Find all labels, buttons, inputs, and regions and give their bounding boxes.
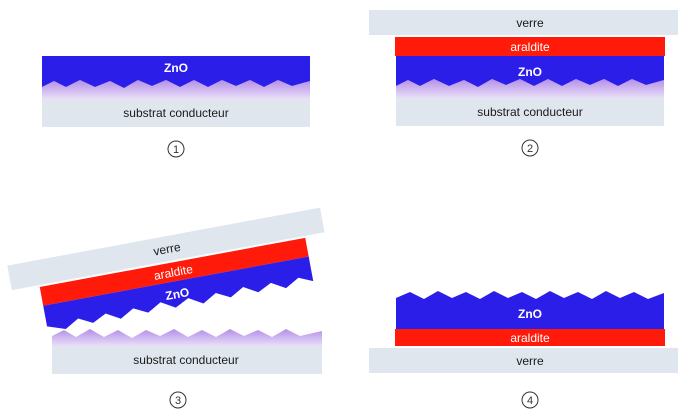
glass-layer: [7, 207, 325, 291]
svg-text:4: 4: [527, 395, 533, 407]
step-number-3: 3: [169, 391, 187, 409]
rough-interface: [396, 79, 664, 98]
zno-layer: [42, 56, 310, 88]
tilted-stack: verre araldite ZnO: [7, 207, 325, 329]
substrate-layer: [52, 346, 322, 374]
araldite-label: araldite: [510, 40, 550, 54]
substrate-label: substrat conducteur: [477, 105, 582, 119]
step-1: ZnO substrat conducteur 1: [42, 56, 310, 158]
glass-label: verre: [516, 354, 544, 368]
rough-interface: [52, 329, 322, 346]
araldite-layer: [395, 37, 665, 56]
step-number-2: 2: [521, 139, 539, 157]
glass-layer: [369, 348, 678, 373]
zno-label: ZnO: [164, 285, 190, 303]
svg-text:1: 1: [173, 144, 179, 156]
glass-label: verre: [516, 16, 544, 30]
step-4: ZnO araldite verre 4: [369, 291, 678, 409]
glass-layer: [369, 10, 678, 35]
rough-interface: [42, 80, 310, 99]
araldite-layer: [39, 237, 309, 306]
svg-text:2: 2: [527, 143, 533, 155]
zno-layer: [43, 256, 314, 329]
zno-label: ZnO: [518, 65, 542, 79]
step-3: substrat conducteur verre araldite ZnO 3: [7, 207, 325, 409]
araldite-label: araldite: [510, 331, 550, 345]
substrate-layer: [42, 99, 310, 127]
svg-text:3: 3: [175, 395, 181, 407]
zno-layer: [396, 291, 664, 329]
zno-label: ZnO: [164, 61, 188, 75]
substrate-label: substrat conducteur: [123, 106, 228, 120]
zno-label: ZnO: [518, 307, 542, 321]
araldite-layer: [395, 329, 665, 346]
step-2: verre araldite ZnO substrat conducteur 2: [369, 10, 678, 157]
step-number-1: 1: [167, 140, 185, 158]
substrate-label: substrat conducteur: [133, 353, 238, 367]
glass-label: verre: [152, 240, 182, 259]
substrate-layer: [396, 98, 664, 126]
step-number-4: 4: [521, 391, 539, 409]
zno-layer: [396, 56, 664, 87]
